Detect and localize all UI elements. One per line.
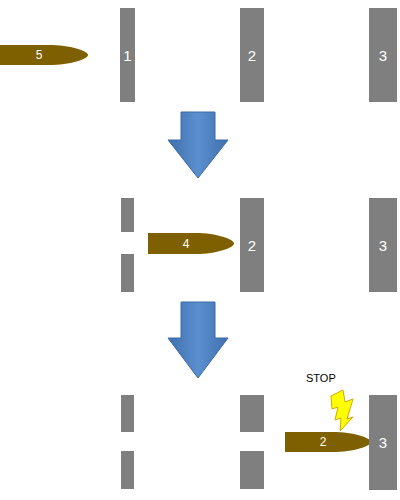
broken-plate-piece xyxy=(240,451,264,489)
bullet-body xyxy=(148,233,234,254)
bullet-count: 4 xyxy=(183,238,190,250)
bullet-outline xyxy=(0,45,88,65)
plate-number: 2 xyxy=(248,238,256,253)
step-arrow xyxy=(168,302,228,378)
armor-plate: 1 xyxy=(120,8,135,102)
bullet-shape: 2 xyxy=(285,432,371,452)
plate-number: 3 xyxy=(379,238,387,253)
plate-number: 2 xyxy=(248,48,256,63)
impact-bolt xyxy=(331,390,353,431)
broken-plate-piece xyxy=(121,198,134,232)
armor-plate: 2 xyxy=(240,8,264,102)
armor-plate: 3 xyxy=(369,395,397,490)
bullet-body xyxy=(0,45,88,65)
plate-number: 3 xyxy=(379,435,387,450)
bullet-outline xyxy=(148,233,234,254)
broken-plate-piece xyxy=(240,395,264,432)
plate-number: 1 xyxy=(123,48,131,63)
armor-plate: 3 xyxy=(369,8,397,102)
armor-plate: 3 xyxy=(369,198,397,292)
note-label: STOP xyxy=(306,373,336,384)
armor-plate: 2 xyxy=(240,198,264,292)
broken-plate-piece xyxy=(121,254,134,292)
broken-plate-piece xyxy=(121,395,134,432)
step-arrow xyxy=(168,112,228,178)
bullet-shape: 5 xyxy=(0,45,88,65)
broken-plate-piece xyxy=(121,451,134,489)
bullet-body xyxy=(285,432,371,452)
bullet-count: 2 xyxy=(320,436,327,448)
bullet-count: 5 xyxy=(36,49,43,61)
bullet-shape: 4 xyxy=(148,233,234,254)
bullet-outline xyxy=(285,432,371,452)
plate-number: 3 xyxy=(379,48,387,63)
